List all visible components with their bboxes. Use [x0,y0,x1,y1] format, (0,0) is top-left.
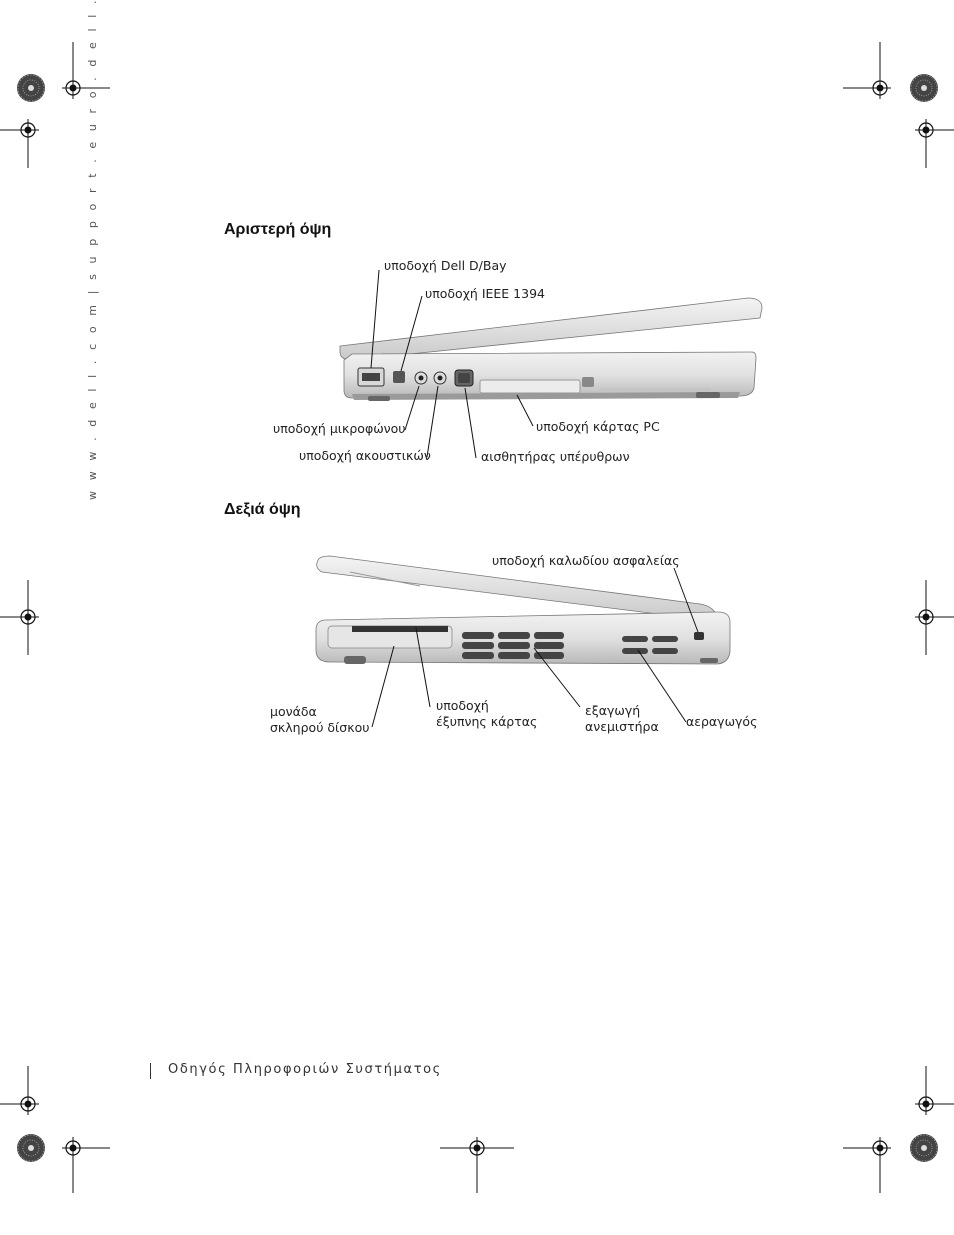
security-cable-slot [694,632,704,640]
callout-headphones: υποδοχή ακουστικών [299,448,431,463]
callout-fan-exhaust: εξαγωγή ανεμιστήρα [585,703,659,735]
footer-title: Οδηγός Πληροφοριών Συστήματος [168,1062,442,1077]
side-url: w w w . d e l l . c o m | s u p p o r t … [86,0,99,500]
laptop-left-side-illustration [339,297,763,401]
registration-mark-top-right [843,42,954,168]
air-vent-slots [622,636,678,654]
callout-security-cable: υποδοχή καλωδίου ασφαλείας [492,553,680,568]
callout-hard-drive: μονάδα σκληρού δίσκου [270,704,369,736]
right-view-leader-lines [371,567,699,728]
registration-mark-bottom-left [0,1066,110,1193]
pc-card-slot [479,379,581,394]
registration-mark-top-left [0,42,110,168]
smart-card-slot [352,626,448,632]
footer-divider [150,1063,151,1079]
callout-dbay: υποδοχή Dell D/Bay [384,258,507,273]
callout-air-vent: αεραγωγός [686,714,758,729]
fan-exhaust-vents [462,632,564,659]
registration-mark-mid-right [914,580,954,655]
callout-smart-card-line2: έξυπνης κάρτας [436,714,538,729]
ieee1394-port [393,371,405,383]
callout-fan-exhaust-line1: εξαγωγή [585,703,641,718]
left-view-leader-lines [370,269,534,459]
right-view-heading: Δεξιά όψη [224,501,301,518]
callout-hard-drive-line2: σκληρού δίσκου [270,720,370,735]
registration-mark-bottom-right [843,1066,954,1193]
registration-mark-bottom-center [440,1136,514,1193]
callout-smart-card-line1: υποδοχή [436,698,489,713]
callout-ieee1394: υποδοχή IEEE 1394 [425,286,545,301]
callout-hard-drive-line1: μονάδα [270,704,317,719]
callout-fan-exhaust-line2: ανεμιστήρα [585,719,659,734]
registration-mark-mid-left [0,580,40,655]
callout-smart-card: υποδοχή έξυπνης κάρτας [436,698,537,730]
laptop-right-side-illustration [315,555,731,665]
left-view-heading: Αριστερή όψη [224,221,332,238]
callout-microphone: υποδοχή μικροφώνου [273,421,406,436]
callout-pc-card: υποδοχή κάρτας PC [536,419,660,434]
callout-infrared: αισθητήρας υπέρυθρων [481,449,630,464]
